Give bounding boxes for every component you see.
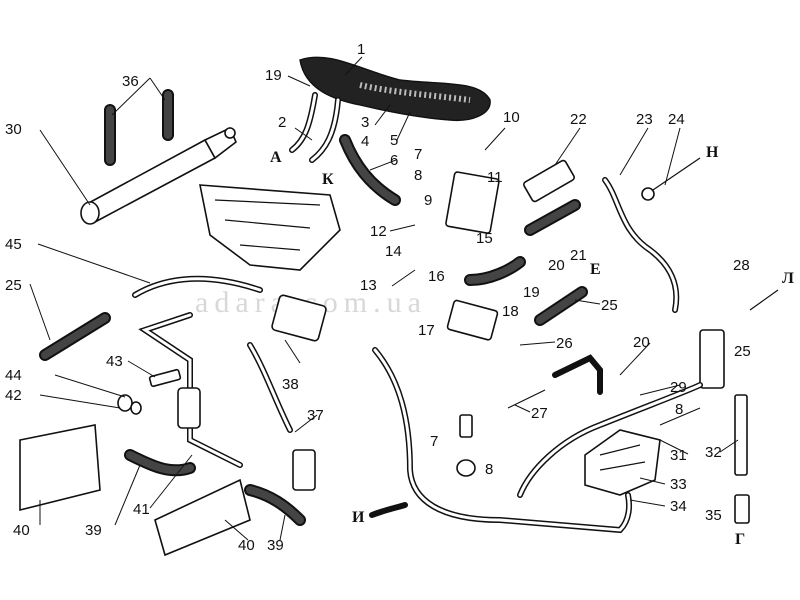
callout-41: 41	[133, 501, 150, 518]
callout-44: 44	[5, 367, 22, 384]
part-distributor	[199, 184, 341, 271]
callout-25a: 25	[5, 277, 22, 294]
callout-19a: 19	[265, 67, 282, 84]
callout-8c: 8	[675, 401, 683, 418]
part-cylinder	[80, 126, 237, 225]
letter-i: И	[352, 509, 365, 526]
leader-lines	[29, 56, 739, 541]
callout-14: 14	[385, 243, 402, 260]
callout-3: 3	[361, 114, 369, 131]
callout-16: 16	[428, 268, 445, 285]
callout-11: 11	[487, 169, 503, 186]
callout-19b: 19	[523, 284, 540, 301]
callout-25c: 25	[734, 343, 751, 360]
connection-letters: А К Е Н Л И Г	[270, 144, 794, 548]
callout-26: 26	[556, 335, 573, 352]
callout-6: 6	[390, 152, 398, 169]
letter-e: Е	[590, 261, 601, 278]
callout-36: 36	[122, 73, 139, 90]
callout-2: 2	[278, 114, 286, 131]
callout-25b: 25	[601, 297, 618, 314]
callout-1: 1	[357, 41, 365, 58]
callout-5: 5	[390, 132, 398, 149]
callout-15: 15	[476, 230, 493, 247]
callout-7a: 7	[414, 146, 422, 163]
letter-n: Н	[706, 144, 719, 161]
callout-4: 4	[361, 133, 369, 150]
callout-38: 38	[282, 376, 299, 393]
callout-17: 17	[418, 322, 435, 339]
callout-32: 32	[705, 444, 722, 461]
callout-29: 29	[670, 379, 687, 396]
callout-45: 45	[5, 236, 22, 253]
letter-l: Л	[782, 270, 794, 287]
part-tank	[299, 56, 491, 122]
callout-37: 37	[307, 407, 324, 424]
callout-31: 31	[670, 447, 687, 464]
callout-18: 18	[502, 303, 519, 320]
callout-27: 27	[531, 405, 548, 422]
callout-20a: 20	[548, 257, 565, 274]
callout-24: 24	[668, 111, 685, 128]
callout-30: 30	[5, 121, 22, 138]
callout-8b: 8	[485, 461, 493, 478]
callout-13: 13	[360, 277, 377, 294]
callout-20b: 20	[633, 334, 650, 351]
callout-34: 34	[670, 498, 687, 515]
callout-8a: 8	[414, 167, 422, 184]
callout-33: 33	[670, 476, 687, 493]
callout-39a: 39	[85, 522, 102, 539]
callout-42: 42	[5, 387, 22, 404]
callout-35: 35	[705, 507, 722, 524]
callout-10: 10	[503, 109, 520, 126]
letter-g: Г	[735, 531, 745, 548]
callout-40b: 40	[238, 537, 255, 554]
callout-43: 43	[106, 353, 123, 370]
callout-28: 28	[733, 257, 750, 274]
letter-k: К	[322, 171, 334, 188]
callout-12: 12	[370, 223, 387, 240]
callout-labels: 1 19 2 3 4 5 6 7 8 9 10 11 12 13 14 15 1…	[5, 41, 751, 554]
callout-39b: 39	[267, 537, 284, 554]
callout-23: 23	[636, 111, 653, 128]
callout-9: 9	[424, 192, 432, 209]
callout-22: 22	[570, 111, 587, 128]
callout-21: 21	[570, 247, 587, 264]
part-valve-block	[584, 429, 661, 496]
callout-40a: 40	[13, 522, 30, 539]
letter-a: А	[270, 149, 282, 166]
callout-7b: 7	[430, 433, 438, 450]
